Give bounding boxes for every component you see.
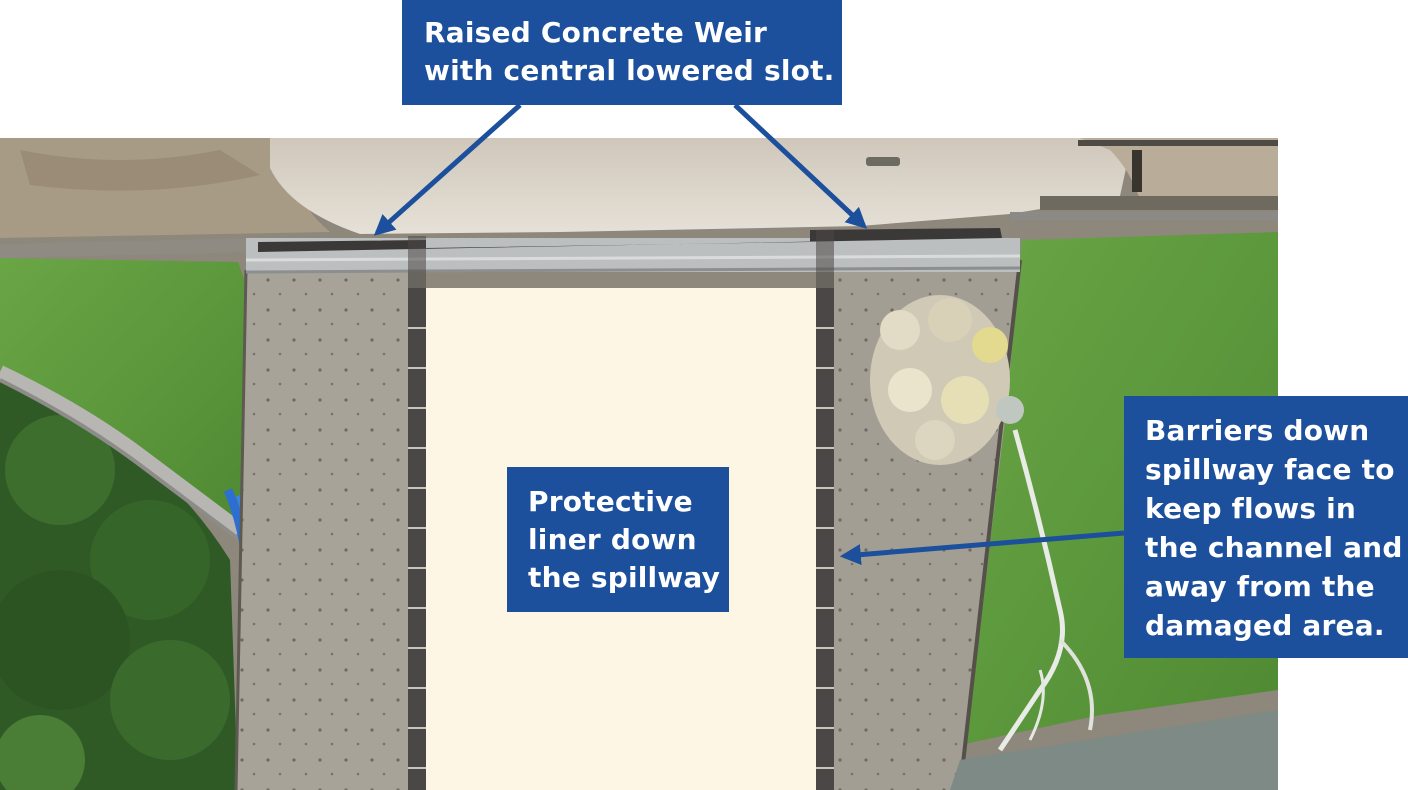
callout-liner-line-2: liner down (528, 523, 697, 556)
callout-liner-line-1: Protective (528, 485, 693, 518)
callout-raised-weir: Raised Concrete Weir with central lowere… (402, 0, 842, 105)
callout-barriers-line-3: keep flows in (1145, 492, 1357, 525)
reservoir-water (270, 138, 1130, 234)
callout-barriers-line-6: damaged area. (1145, 609, 1385, 642)
callout-liner-line-3: the spillway (528, 561, 721, 594)
callout-barriers: Barriers down spillway face to keep flow… (1124, 396, 1408, 658)
arrow-weir-right (733, 103, 868, 229)
damaged-area (870, 295, 1024, 465)
callout-barriers-line-5: away from the (1145, 570, 1375, 603)
callout-protective-liner: Protective liner down the spillway (507, 467, 729, 612)
barrier-wall-right (816, 288, 834, 790)
callout-barriers-line-4: the channel and (1145, 531, 1403, 564)
grass-left (0, 258, 248, 520)
callout-weir-line-2: with central lowered slot. (424, 54, 835, 87)
arrow-weir-left (373, 103, 522, 236)
arrow-barrier (839, 530, 1125, 566)
callout-weir-line-1: Raised Concrete Weir (424, 16, 768, 49)
barrier-wall-left (408, 288, 426, 790)
callout-barriers-line-1: Barriers down (1145, 414, 1370, 447)
callout-barriers-line-2: spillway face to (1145, 453, 1395, 486)
